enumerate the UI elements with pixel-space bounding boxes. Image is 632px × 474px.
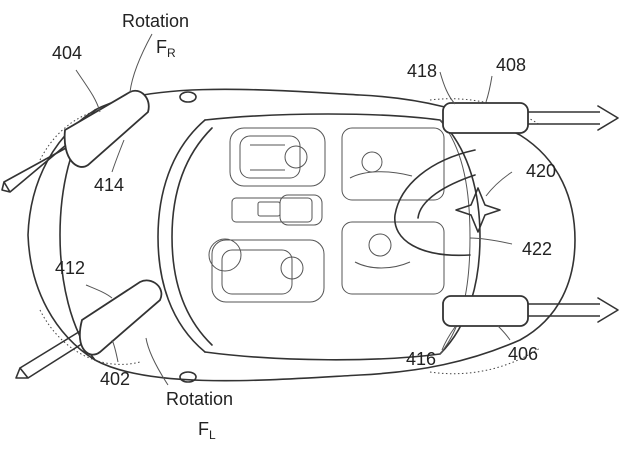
thruster-404 (2, 91, 149, 192)
label-414: 414 (94, 176, 124, 194)
rotation-left-symbol: FL (198, 420, 216, 438)
label-422: 422 (522, 240, 552, 258)
rotation-right-word: Rotation (122, 11, 189, 31)
label-416: 416 (406, 350, 436, 368)
rotation-left-word: Rotation (166, 389, 233, 409)
rotation-right-f: F (156, 37, 167, 57)
thruster-406 (443, 296, 618, 326)
thruster-408 (443, 103, 618, 133)
label-404: 404 (52, 44, 82, 62)
rotation-right-subscript: R (167, 46, 176, 60)
label-412: 412 (55, 259, 85, 277)
rotation-arc-422 (395, 150, 475, 255)
rotation-left-subscript: L (209, 428, 216, 442)
side-mirror-right (180, 92, 196, 102)
leader-lines (76, 34, 512, 385)
steering-wheel (209, 239, 241, 271)
rotation-right-caption: Rotation (122, 12, 189, 30)
label-402: 402 (100, 370, 130, 388)
label-420: 420 (526, 162, 556, 180)
label-406: 406 (508, 345, 538, 363)
rotation-left-f: F (198, 419, 209, 439)
thruster-402 (16, 280, 161, 378)
cabin-interior (209, 128, 444, 302)
label-418: 418 (407, 62, 437, 80)
rotation-left-caption: Rotation (166, 390, 233, 408)
label-408: 408 (496, 56, 526, 74)
rotation-right-symbol: FR (156, 38, 176, 56)
